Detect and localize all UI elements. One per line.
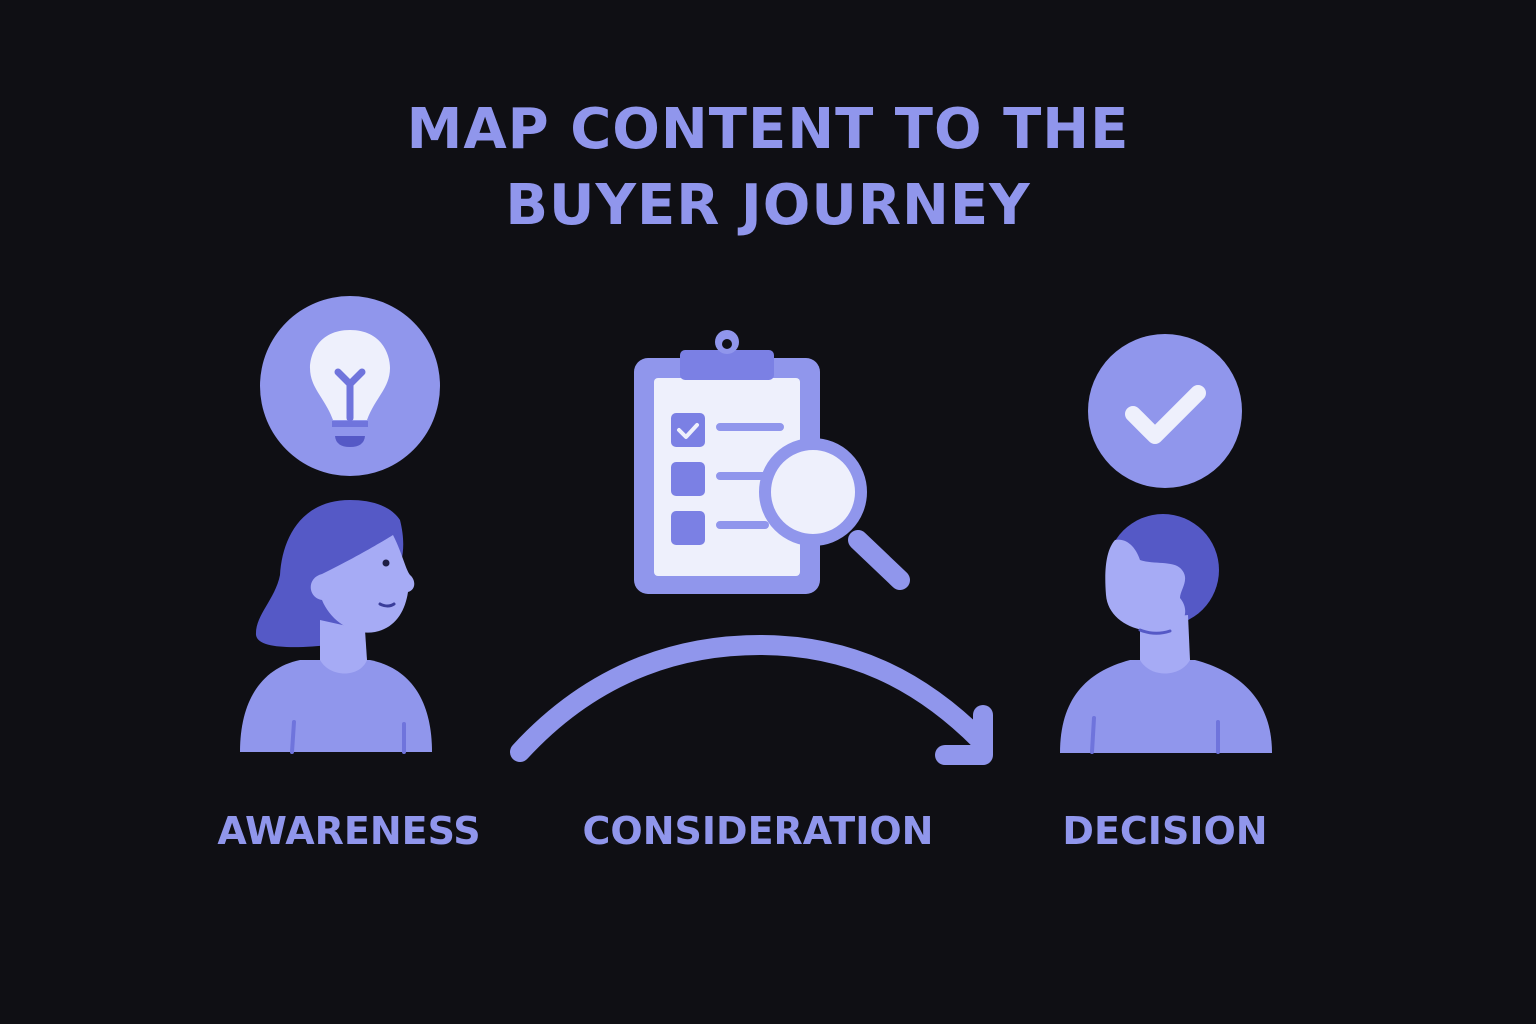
stage-label-consideration: CONSIDERATION xyxy=(582,809,934,853)
man-avatar xyxy=(1060,514,1272,754)
journey-arrow xyxy=(510,634,993,765)
title-line-2: BUYER JOURNEY xyxy=(505,173,1031,238)
clipboard-search-icon xyxy=(634,330,910,594)
stage-label-decision: DECISION xyxy=(1062,809,1268,853)
woman-avatar xyxy=(240,500,432,754)
stage-label-awareness: AWARENESS xyxy=(217,809,481,853)
checkmark-circle-icon xyxy=(1088,334,1242,488)
lightbulb-icon xyxy=(260,296,440,476)
page-title: MAP CONTENT TO THE BUYER JOURNEY xyxy=(0,92,1536,244)
title-line-1: MAP CONTENT TO THE xyxy=(406,97,1130,162)
